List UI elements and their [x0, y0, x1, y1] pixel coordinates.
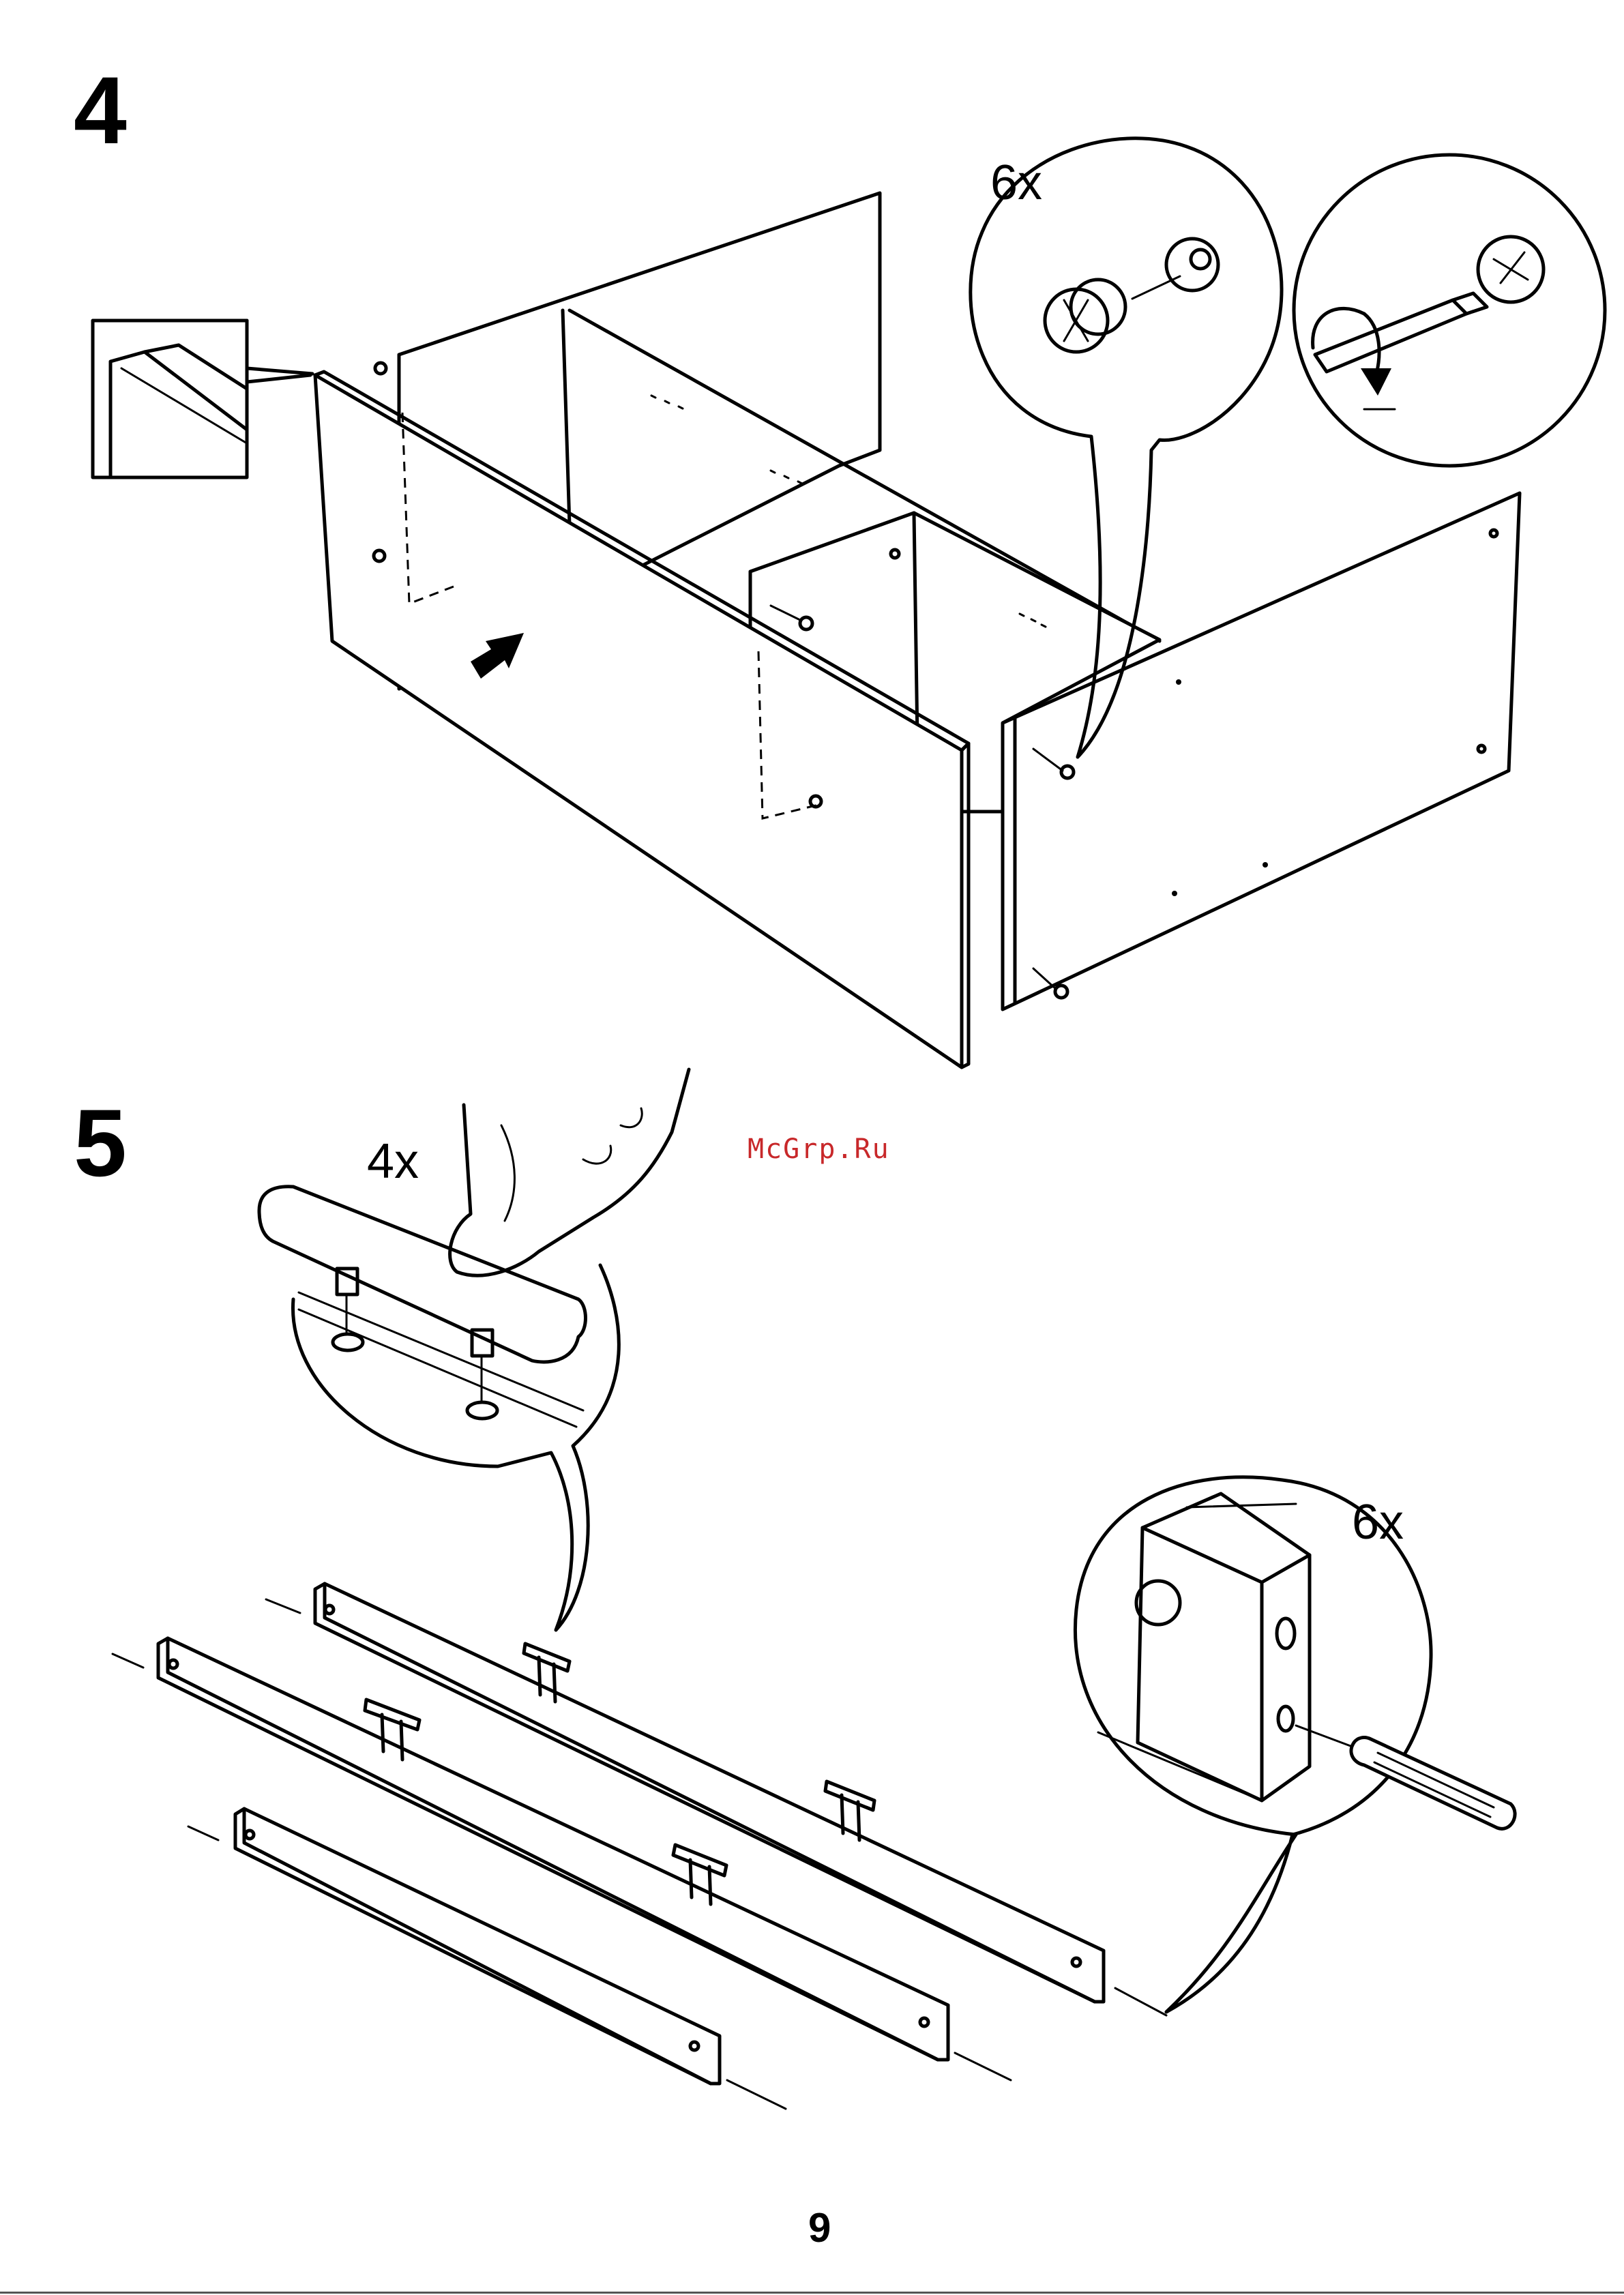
wood-dowel-icon: [1296, 1726, 1515, 1828]
rail-bottom: [235, 1809, 720, 2084]
edge-detail-inset: [93, 321, 312, 477]
dowel-detail: [1075, 1477, 1515, 2012]
cam-lock-icon: [1045, 239, 1218, 352]
step-5-rails-illustration: [113, 1069, 1515, 2109]
screwdriver-detail: [1294, 155, 1605, 466]
screwdriver-rotate-icon: [1313, 237, 1544, 409]
step-4-drawer-illustration: [93, 138, 1605, 1067]
slider-handle-detail: [259, 1069, 689, 1630]
